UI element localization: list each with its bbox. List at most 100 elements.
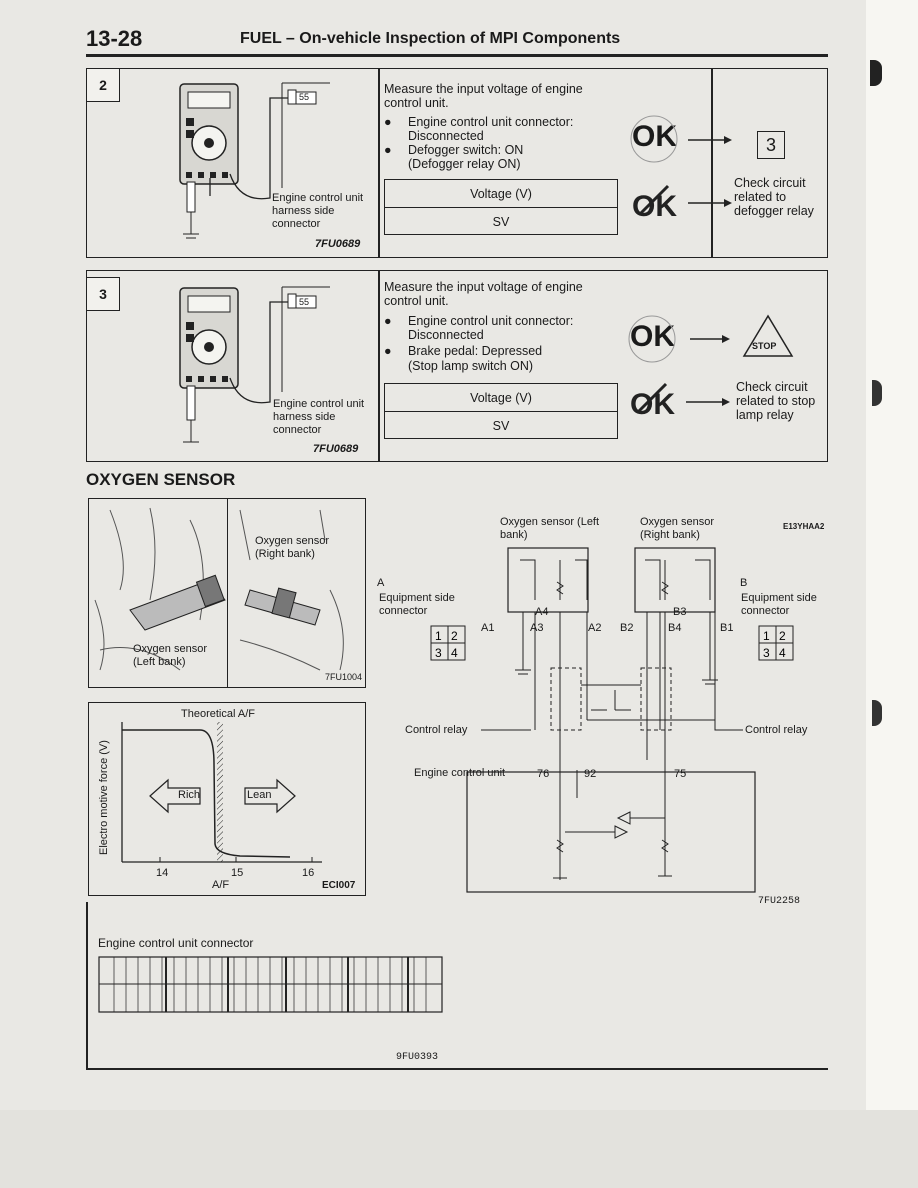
step2-instruction: Measure the input voltage of engine cont… — [384, 82, 583, 110]
sensor-photo-divider — [227, 498, 228, 688]
svg-text:OK: OK — [632, 190, 677, 223]
step3-ng-result: Check circuit related to stop lamp relay — [736, 380, 816, 422]
multimeter-illustration — [179, 82, 330, 239]
circuit-pin-b3: B3 — [673, 606, 687, 618]
page-number: 13-28 — [86, 26, 143, 51]
circuit-equip-left: Equipment side connector — [379, 592, 455, 617]
step2-condition-1: Engine control unit connector: Disconnec… — [408, 115, 574, 143]
page-edge — [866, 0, 918, 1188]
page-bottom — [0, 1110, 918, 1188]
step3-pin-label: 55 — [299, 297, 310, 307]
svg-text:3: 3 — [435, 646, 442, 660]
step3-condition-3: (Stop lamp switch ON) — [408, 359, 534, 373]
photo-code: 7FU1004 — [325, 672, 363, 682]
step3-bullet-2-dot: ● — [384, 344, 392, 358]
step2-bullet-1-dot: ● — [384, 115, 392, 129]
af-graph-lean: Lean — [247, 789, 272, 801]
binder-hole-mark — [870, 60, 882, 86]
af-tick-15: 15 — [231, 867, 244, 879]
circuit-pin-a2: A2 — [588, 622, 602, 634]
step2-ok-next-step: 3 — [757, 131, 785, 159]
af-graph-xlabel: A/F — [212, 879, 230, 891]
step2-figure-code: 7FU0689 — [315, 238, 361, 250]
step3-table-value: SV — [385, 411, 617, 439]
ecu-connector-title: Engine control unit connector — [98, 936, 254, 950]
circuit-ecu-label: Engine control unit — [414, 767, 506, 779]
circuit-sensor-left: Oxygen sensor (Left bank) — [500, 516, 600, 541]
step3-instruction: Measure the input voltage of engine cont… — [384, 280, 583, 308]
circuit-connector-b: B — [740, 577, 748, 589]
circuit-pin-b1: B1 — [720, 622, 734, 634]
step3-bullet-1-dot: ● — [384, 314, 392, 328]
af-graph-title: Theoretical A/F — [181, 708, 255, 720]
circuit-sensor-right: Oxygen sensor (Right bank) — [640, 516, 714, 541]
step3-condition-2: Brake pedal: Depressed — [408, 344, 543, 358]
circuit-pin-a4: A4 — [535, 606, 549, 618]
af-graph-code: ECI007 — [322, 880, 356, 891]
step3-table-header: Voltage (V) — [470, 390, 532, 405]
step3-number: 3 — [86, 277, 120, 311]
multimeter-illustration — [179, 286, 330, 443]
af-graph-ylabel: Electro motive force (V) — [98, 740, 110, 855]
step2-divider — [378, 68, 380, 258]
circuit-ecu-pin-76: 76 — [537, 768, 550, 780]
circuit-pin-b4: B4 — [668, 622, 682, 634]
step2-ok-label: OK — [632, 120, 677, 153]
circuit-control-relay-right: Control relay — [745, 724, 808, 736]
sensor-right-label: Oxygen sensor (Right bank) — [255, 535, 329, 560]
binder-hole-mark — [872, 700, 882, 726]
af-graph-frame — [88, 702, 366, 896]
svg-text:1: 1 — [435, 629, 442, 643]
circuit-connector-a: A — [377, 577, 385, 589]
af-tick-14: 14 — [156, 867, 169, 879]
step3-divider — [378, 270, 380, 462]
svg-text:2: 2 — [451, 629, 458, 643]
circuit-code-top: E13YHAA2 — [783, 522, 825, 531]
ecu-connector-code: 9FU0393 — [396, 1052, 439, 1063]
svg-text:4: 4 — [779, 646, 786, 660]
svg-text:OK: OK — [630, 388, 675, 421]
step2-condition-3: (Defogger relay ON) — [408, 157, 521, 171]
step3-voltage-table: Voltage (V) SV — [384, 383, 618, 439]
step2-condition-2: Defogger switch: ON — [408, 143, 524, 157]
step3-result-arrows: OK — [628, 314, 794, 421]
header-rule — [86, 54, 828, 57]
section-title: OXYGEN SENSOR — [86, 470, 236, 489]
circuit-equip-right: Equipment side connector — [741, 592, 817, 617]
step2-divider-2 — [711, 68, 713, 258]
step2-ng-result: Check circuit related to defogger relay — [734, 176, 814, 218]
af-tick-16: 16 — [302, 867, 315, 879]
step3-condition-1: Engine control unit connector: Disconnec… — [408, 314, 574, 342]
step3-figure-code: 7FU0689 — [313, 443, 359, 455]
ecu-connector-frame-left — [86, 902, 88, 1070]
step2-figure-caption: Engine control unit harness side connect… — [272, 192, 364, 230]
step2-box — [86, 68, 828, 258]
step2-voltage-table: Voltage (V) SV — [384, 179, 618, 235]
circuit-pin-a1: A1 — [481, 622, 495, 634]
step2-pin-label: 55 — [299, 92, 310, 102]
circuit-pin-b2: B2 — [620, 622, 634, 634]
sensor-engine-illustration — [94, 507, 344, 671]
circuit-code-bottom: 7FU2258 — [758, 896, 801, 907]
circuit-control-relay-left: Control relay — [405, 724, 468, 736]
step3-box — [86, 270, 828, 462]
step2-number: 2 — [86, 68, 120, 102]
oxygen-sensor-circuit-diagram: 1 2 3 4 1 2 3 4 — [430, 547, 794, 893]
af-graph — [121, 722, 322, 863]
step2-result-arrows: OK — [630, 115, 732, 223]
svg-text:1: 1 — [763, 629, 770, 643]
binder-hole-mark — [872, 380, 882, 406]
step3-figure-caption: Engine control unit harness side connect… — [273, 398, 365, 436]
circuit-pin-a3: A3 — [530, 622, 544, 634]
circuit-ecu-pin-75: 75 — [674, 768, 687, 780]
af-graph-rich: Rich — [178, 789, 201, 801]
step3-stop-label: STOP — [752, 341, 777, 351]
circuit-ecu-pin-92: 92 — [584, 768, 597, 780]
ecu-connector-pin-diagram — [98, 956, 443, 1013]
svg-text:2: 2 — [779, 629, 786, 643]
step2-table-value: SV — [385, 207, 617, 235]
step3-ok-label: OK — [630, 320, 675, 353]
page-title: FUEL – On-vehicle Inspection of MPI Comp… — [240, 30, 621, 47]
svg-text:3: 3 — [763, 646, 770, 660]
step2-bullet-2-dot: ● — [384, 143, 392, 157]
